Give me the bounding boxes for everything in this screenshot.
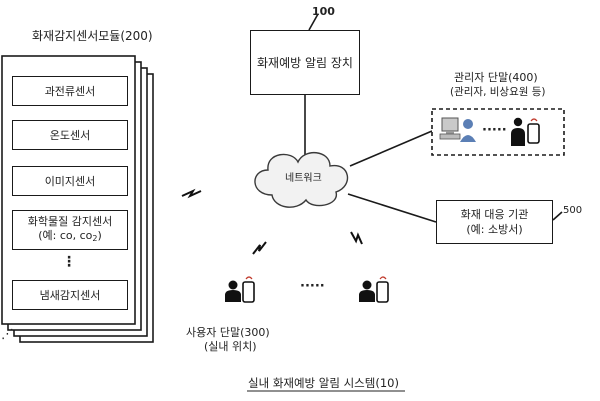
figure-caption: 실내 화재예방 알림 시스템(10) (248, 376, 399, 390)
admin-ellipsis: ····· (482, 124, 507, 138)
link-network-agency (348, 194, 436, 222)
agency-label-line2: (예: 소방서) (466, 222, 522, 237)
user-label-line2: (실내 위치) (204, 340, 257, 354)
network-label: 네트워크 (285, 172, 322, 186)
device-ref-number: 100 (312, 5, 335, 19)
wireless-module-icon (182, 191, 201, 196)
link-500-leader (553, 212, 562, 220)
fire-alarm-device: 화재예방 알림 장치 (250, 30, 360, 95)
sensor-image: 이미지센서 (12, 166, 128, 196)
stack-ellipsis: ⋰ (1, 328, 14, 342)
module-title: 화재감지센서모듈(200) (32, 29, 153, 43)
chem-sensor-line1: 화학물질 감지센서 (28, 215, 112, 229)
admin-label-line2: (관리자, 비상요원 등) (450, 85, 546, 99)
sensor-smell: 냄새감지센서 (12, 280, 128, 310)
link-network-admin (350, 131, 432, 166)
chem-sensor-line2: (예: co, co2) (38, 229, 102, 246)
sensor-label: 온도센서 (50, 127, 90, 143)
user-terminal-icon-1 (225, 277, 254, 302)
user-ellipsis: ····· (300, 280, 325, 294)
sensor-label: 냄새감지센서 (40, 287, 101, 303)
wireless-user1-icon (253, 242, 266, 254)
sensor-overcurrent: 과전류센서 (12, 76, 128, 106)
sensor-label: 과전류센서 (45, 83, 96, 99)
sensor-ellipsis: ⋮ (62, 255, 76, 269)
sensor-temperature: 온도센서 (12, 120, 128, 150)
device-label: 화재예방 알림 장치 (257, 54, 353, 71)
sensor-label: 이미지센서 (45, 173, 96, 189)
user-terminal-icon-2 (359, 277, 388, 302)
fire-agency-box: 화재 대응 기관 (예: 소방서) (436, 200, 553, 244)
agency-ref-number: 500 (563, 204, 582, 218)
user-label-line1: 사용자 단말(300) (186, 326, 270, 340)
wireless-user2-icon (351, 232, 362, 244)
agency-label-line1: 화재 대응 기관 (461, 207, 529, 222)
sensor-chemical: 화학물질 감지센서 (예: co, co2) (12, 210, 128, 250)
wireless-signal-icon (182, 191, 362, 254)
admin-label-line1: 관리자 단말(400) (454, 71, 538, 85)
